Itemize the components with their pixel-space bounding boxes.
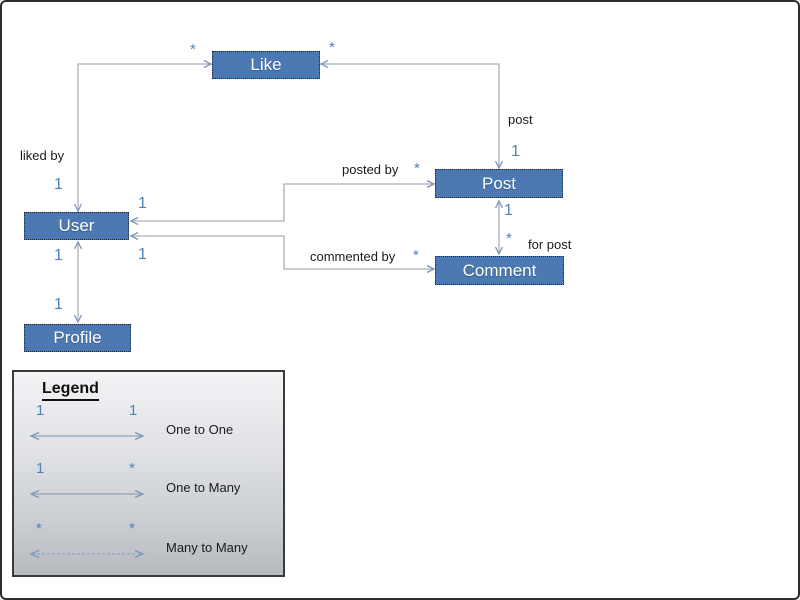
double-arrow-solid <box>29 489 145 499</box>
multiplicity-user-profile-profile-end: 1 <box>54 296 63 313</box>
arrowhead-into-profile-top <box>73 314 83 324</box>
arrowhead-into-user-bottom <box>73 240 83 250</box>
legend-right-multiplicity: * <box>129 520 135 537</box>
arrowhead-into-like-left <box>203 59 213 69</box>
arrowhead-into-comment-left <box>426 264 436 274</box>
legend-right-multiplicity: 1 <box>129 402 138 419</box>
multiplicity-post-comment-comment-end: * <box>506 230 512 247</box>
multiplicity-user-profile-user-end: 1 <box>54 247 63 264</box>
relationship-label-commented-by: commented by <box>310 249 396 264</box>
multiplicity-user-post-post-end: * <box>414 160 420 177</box>
arrowhead-into-post-bottom <box>494 199 504 209</box>
entity-post[interactable]: Post <box>435 169 563 198</box>
connector-user-like <box>77 63 212 212</box>
arrowhead-into-like-right <box>319 59 329 69</box>
relationship-label-liked-by: liked by <box>20 148 65 163</box>
relationship-label-posted-by: posted by <box>342 162 399 177</box>
multiplicity-user-comment-user-end: 1 <box>138 246 147 263</box>
double-arrow-dashed <box>29 549 145 559</box>
entity-profile[interactable]: Profile <box>24 324 131 352</box>
multiplicity-post-comment-post-end: 1 <box>504 202 513 219</box>
legend-row-one-to-one: 1 1 One to One <box>14 402 283 454</box>
entity-comment[interactable]: Comment <box>435 256 564 285</box>
legend-row-one-to-many: 1 * One to Many <box>14 460 283 512</box>
multiplicity-like-post-post-end: 1 <box>511 143 520 160</box>
legend: Legend 1 1 One to One 1 * One to Many * … <box>12 370 285 577</box>
multiplicity-user-like-user-end: 1 <box>54 176 63 193</box>
legend-row-label: One to Many <box>166 480 241 495</box>
legend-left-multiplicity: 1 <box>36 402 45 419</box>
legend-row-label: One to One <box>166 422 234 437</box>
arrowhead-into-user-right-lower <box>129 231 139 241</box>
relationship-label-for-post: for post <box>528 237 572 252</box>
multiplicity-like-post-like-end: * <box>329 39 335 56</box>
relationship-label-post: post <box>508 112 533 127</box>
connector-user-comment <box>130 235 434 270</box>
arrowhead-into-post-top <box>494 160 504 170</box>
arrowhead-into-user-right-upper <box>129 216 139 226</box>
double-arrow-solid <box>29 431 145 441</box>
legend-left-multiplicity: 1 <box>36 460 45 477</box>
connector-like-post <box>320 63 500 169</box>
arrowhead-into-comment-top <box>494 246 504 256</box>
multiplicity-user-comment-comment-end: * <box>413 247 419 264</box>
multiplicity-user-like-like-end: * <box>190 41 196 58</box>
legend-row-label: Many to Many <box>166 540 248 555</box>
multiplicity-user-post-user-end: 1 <box>138 195 147 212</box>
legend-right-multiplicity: * <box>129 460 135 477</box>
legend-row-many-to-many: * * Many to Many <box>14 520 283 572</box>
entity-like[interactable]: Like <box>212 51 320 79</box>
legend-title: Legend <box>42 380 99 401</box>
legend-left-multiplicity: * <box>36 520 42 537</box>
connector-user-post <box>130 183 434 222</box>
entity-user[interactable]: User <box>24 212 129 240</box>
arrowhead-into-post-left <box>426 179 436 189</box>
arrowhead-into-user-top <box>73 203 83 213</box>
